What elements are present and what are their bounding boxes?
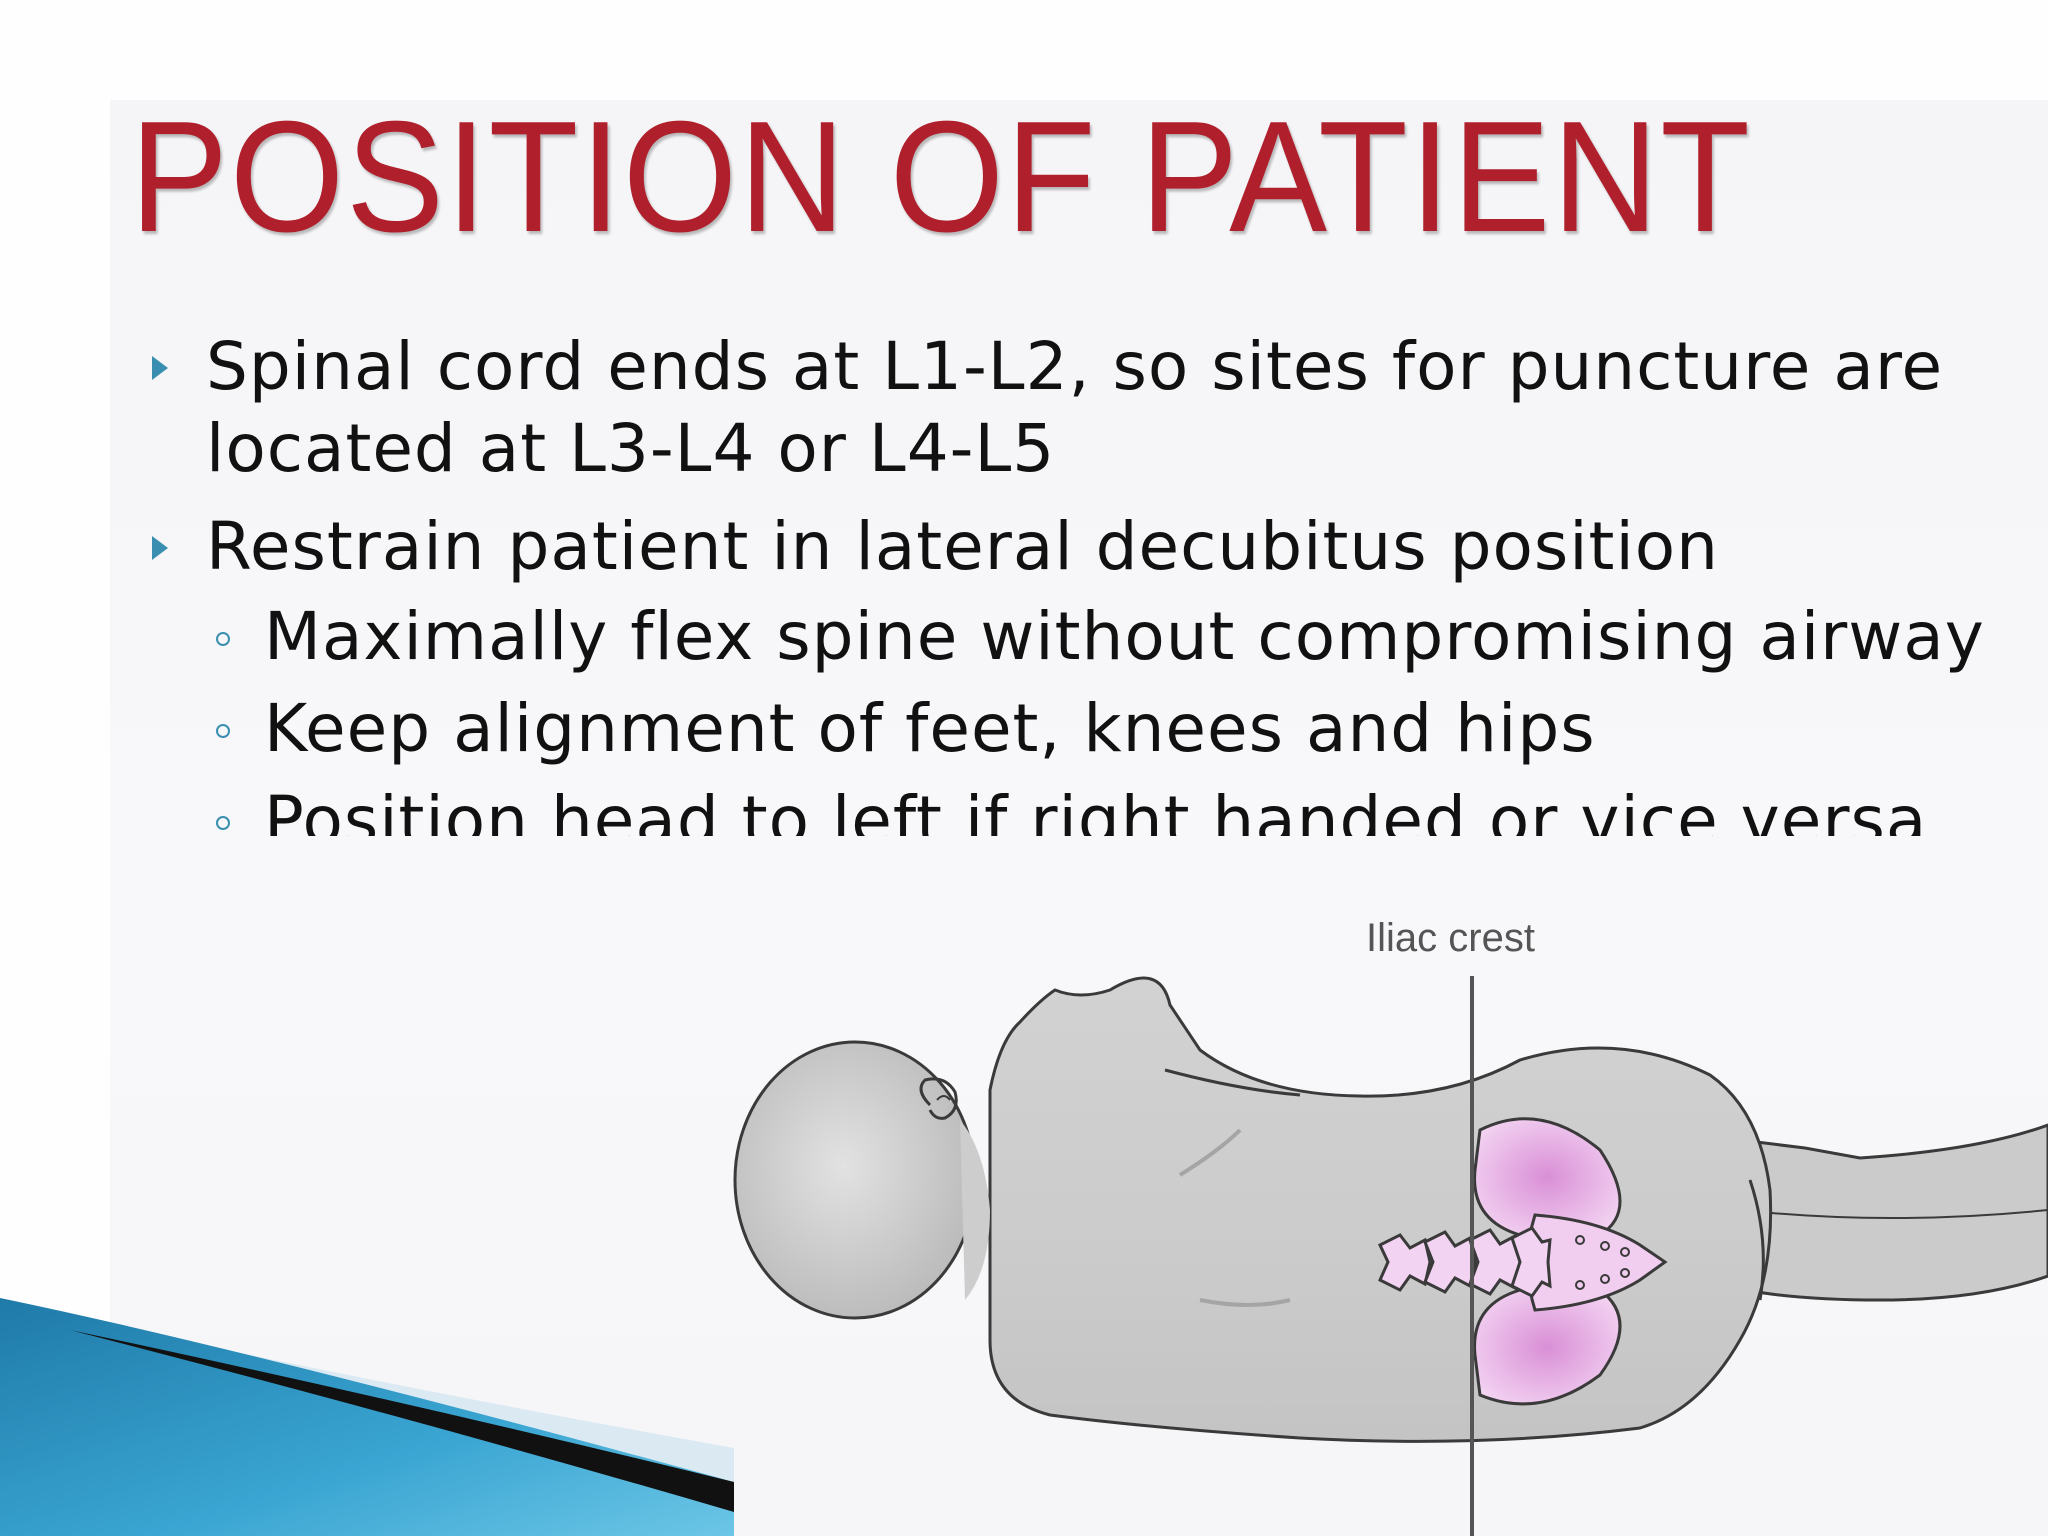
bullet-item: Spinal cord ends at L1-L2, so sites for … <box>148 326 2008 490</box>
triangle-bullet-icon <box>152 356 168 380</box>
ring-bullet-icon <box>216 632 230 646</box>
bullet-text: Spinal cord ends at L1-L2, so sites for … <box>206 328 1944 487</box>
ring-bullet-icon <box>216 724 230 738</box>
sub-bullet-text: Position head to left if right handed or… <box>264 782 1928 836</box>
iliac-crest-label: Iliac crest <box>1366 916 1535 960</box>
sub-bullet-item: Position head to left if right handed or… <box>206 780 2008 836</box>
slide-title: POSITION OF PATIENT <box>130 89 1752 265</box>
sub-bullet-text: Maximally flex spine without compromisin… <box>264 598 1985 675</box>
sub-bullet-item: Keep alignment of feet, knees and hips <box>206 688 2008 770</box>
bullet-list: Spinal cord ends at L1-L2, so sites for … <box>148 326 2008 852</box>
sub-bullet-item: Maximally flex spine without compromisin… <box>206 596 2008 678</box>
triangle-bullet-icon <box>152 536 168 560</box>
ring-bullet-icon <box>216 816 230 830</box>
sub-bullet-text: Keep alignment of feet, knees and hips <box>264 690 1596 767</box>
bullet-text: Restrain patient in lateral decubitus po… <box>206 508 1719 585</box>
sub-bullet-list: Maximally flex spine without compromisin… <box>206 596 2008 836</box>
bullet-item: Restrain patient in lateral decubitus po… <box>148 506 2008 836</box>
